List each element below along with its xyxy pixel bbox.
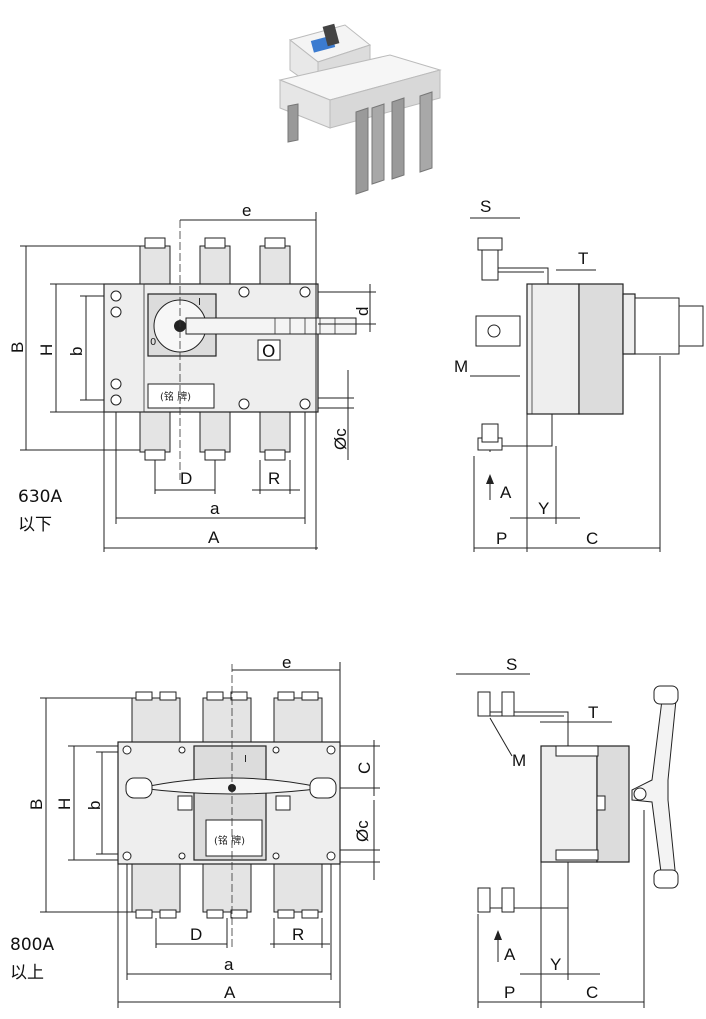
side-view-630a: S T M A Y P C bbox=[454, 197, 704, 552]
range-630-line1: 630A bbox=[18, 487, 62, 507]
dim-R: R bbox=[268, 469, 280, 488]
side-view-800a: S T M A Y P C bbox=[456, 655, 679, 1008]
dim-D-800: D bbox=[190, 925, 202, 944]
range-800-line1: 800A bbox=[10, 935, 54, 955]
dim-B: B bbox=[8, 342, 27, 353]
nameplate-label-800: (铭 牌) bbox=[214, 834, 245, 847]
dim-d: d bbox=[353, 307, 372, 316]
dim-b-800: b bbox=[85, 801, 104, 810]
dim-a: a bbox=[210, 499, 220, 518]
range-630-line2: 以下 bbox=[18, 515, 52, 535]
dim-a-800: a bbox=[224, 955, 234, 974]
switch-on-label-800: I bbox=[244, 754, 247, 765]
switch-off-label-0: 0 bbox=[150, 337, 156, 348]
dim-T: T bbox=[578, 249, 588, 268]
dim-S-800-side: S bbox=[506, 655, 517, 674]
dim-C: C bbox=[586, 529, 598, 548]
terminals-bottom-800 bbox=[131, 861, 323, 919]
dim-c-800: Øc bbox=[353, 820, 372, 842]
dim-D: D bbox=[180, 469, 192, 488]
dim-S: S bbox=[480, 197, 491, 216]
dim-H-800: H bbox=[55, 798, 74, 810]
dim-Y-800-side: Y bbox=[550, 955, 561, 974]
product-photo bbox=[278, 23, 442, 195]
dim-c: Øc bbox=[331, 428, 350, 450]
terminals-top bbox=[139, 237, 291, 287]
dim-M: M bbox=[454, 357, 468, 376]
switch-on-label: I bbox=[198, 297, 201, 308]
dim-P: P bbox=[496, 529, 507, 548]
dim-e: e bbox=[242, 201, 251, 220]
terminals-bottom bbox=[139, 409, 291, 461]
dim-A: A bbox=[208, 528, 220, 547]
dim-T-800-side: T bbox=[588, 703, 598, 722]
dim-M-800-side: M bbox=[512, 751, 526, 770]
top-view-630a: I 0 O (铭 牌) e B H b d Øc bbox=[8, 201, 376, 552]
dim-R-800: R bbox=[292, 925, 304, 944]
dim-Y: Y bbox=[538, 499, 549, 518]
screws bbox=[110, 286, 311, 410]
switch-off-label: O bbox=[262, 342, 275, 362]
dim-H: H bbox=[37, 344, 56, 356]
terminals-top-800 bbox=[131, 691, 323, 745]
dim-b: b bbox=[67, 347, 86, 356]
dim-P-800-side: P bbox=[504, 983, 515, 1002]
dim-A-arrow-800: A bbox=[504, 945, 516, 964]
dim-C-800: C bbox=[355, 762, 374, 774]
dim-A-arrow: A bbox=[500, 483, 512, 502]
dim-C-800-side: C bbox=[586, 983, 598, 1002]
nameplate bbox=[147, 383, 215, 409]
nameplate-label: (铭 牌) bbox=[160, 390, 191, 403]
top-view-800a: I (铭 牌) e B H b C Øc bbox=[27, 653, 380, 1008]
dim-A-800: A bbox=[224, 983, 236, 1002]
dim-e-800: e bbox=[282, 653, 291, 672]
range-800-line2: 以上 bbox=[10, 963, 44, 983]
dim-B-800: B bbox=[27, 799, 46, 810]
